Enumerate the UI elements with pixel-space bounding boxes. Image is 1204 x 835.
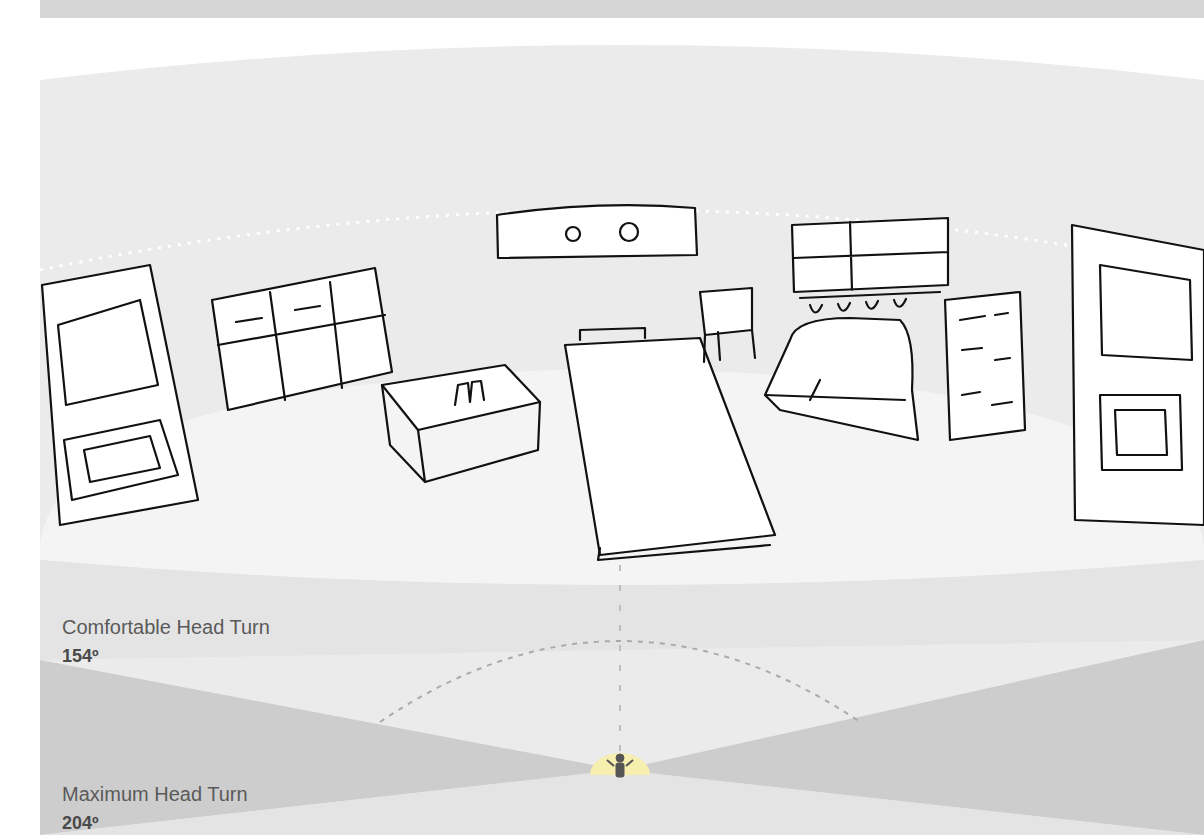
lower-zone xyxy=(40,770,1204,835)
chair xyxy=(700,288,755,362)
lamp-light xyxy=(566,227,580,241)
bed xyxy=(580,328,770,560)
outer-band xyxy=(40,0,1204,18)
zone-label: Comfortable Head Turn xyxy=(62,616,270,639)
wall-cabinet xyxy=(792,218,948,292)
zone-label: Maximum Head Turn xyxy=(62,783,248,806)
angle-value: 204º xyxy=(62,813,99,834)
bench xyxy=(765,380,905,400)
wall-screen xyxy=(64,420,178,500)
wall-screen xyxy=(84,436,160,482)
table-object xyxy=(455,381,484,405)
comfort-arc xyxy=(380,641,860,722)
bench xyxy=(765,318,918,440)
wall-chart xyxy=(945,292,1025,440)
wall-chart xyxy=(960,313,1012,405)
wall-screen xyxy=(1100,265,1192,360)
outer-arc xyxy=(40,25,1204,835)
wall xyxy=(40,45,1204,835)
ceiling-lamp xyxy=(497,205,697,258)
wall-screen xyxy=(58,300,158,405)
angle-value: 154º xyxy=(62,646,99,667)
wall-screen xyxy=(1100,395,1182,470)
bookshelf xyxy=(218,282,385,400)
side-table xyxy=(382,365,540,430)
bookshelf xyxy=(212,268,392,410)
wall-panel xyxy=(1072,225,1204,525)
side-table xyxy=(382,385,540,482)
viewer-icon xyxy=(607,754,633,777)
lamp-light xyxy=(620,223,638,241)
bed xyxy=(565,338,775,555)
wall-panel xyxy=(42,265,198,525)
hooks xyxy=(800,292,940,313)
comfort-zone xyxy=(40,560,1204,660)
